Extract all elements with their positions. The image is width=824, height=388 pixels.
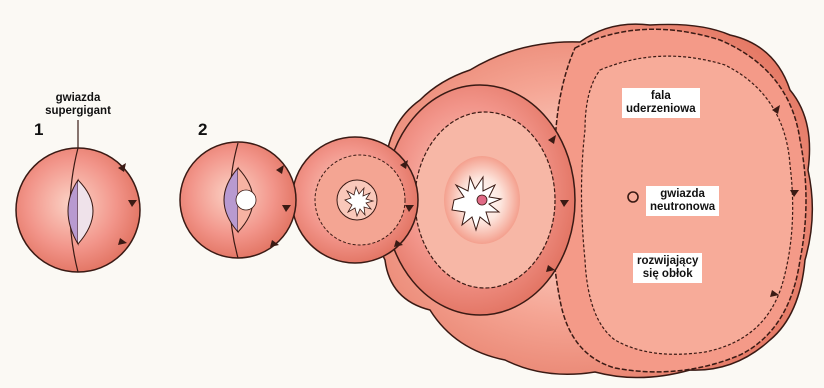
supergiant-label-line1: gwiazda [40,92,116,105]
shock-wave-label: fala uderzeniowa [622,88,700,118]
shock-wave-label-line2: uderzeniowa [626,103,696,116]
shock-wave-label-line1: fala [626,90,696,103]
neutron-star-label: gwiazda neutronowa [646,186,719,216]
stage2-star [180,142,296,258]
stage-number-2: 2 [198,120,207,140]
stage-number-1: 1 [34,120,43,140]
neutron-star-label-line1: gwiazda [650,188,715,201]
expanding-cloud-label: rozwijający się obłok [633,253,702,283]
expanding-cloud-label-line2: się obłok [637,268,698,281]
neutron-star-label-line2: neutronowa [650,201,715,214]
supergiant-label: gwiazda supergigant [40,92,116,118]
supergiant-label-line2: supergigant [40,105,116,118]
expanding-cloud-label-line1: rozwijający [637,255,698,268]
